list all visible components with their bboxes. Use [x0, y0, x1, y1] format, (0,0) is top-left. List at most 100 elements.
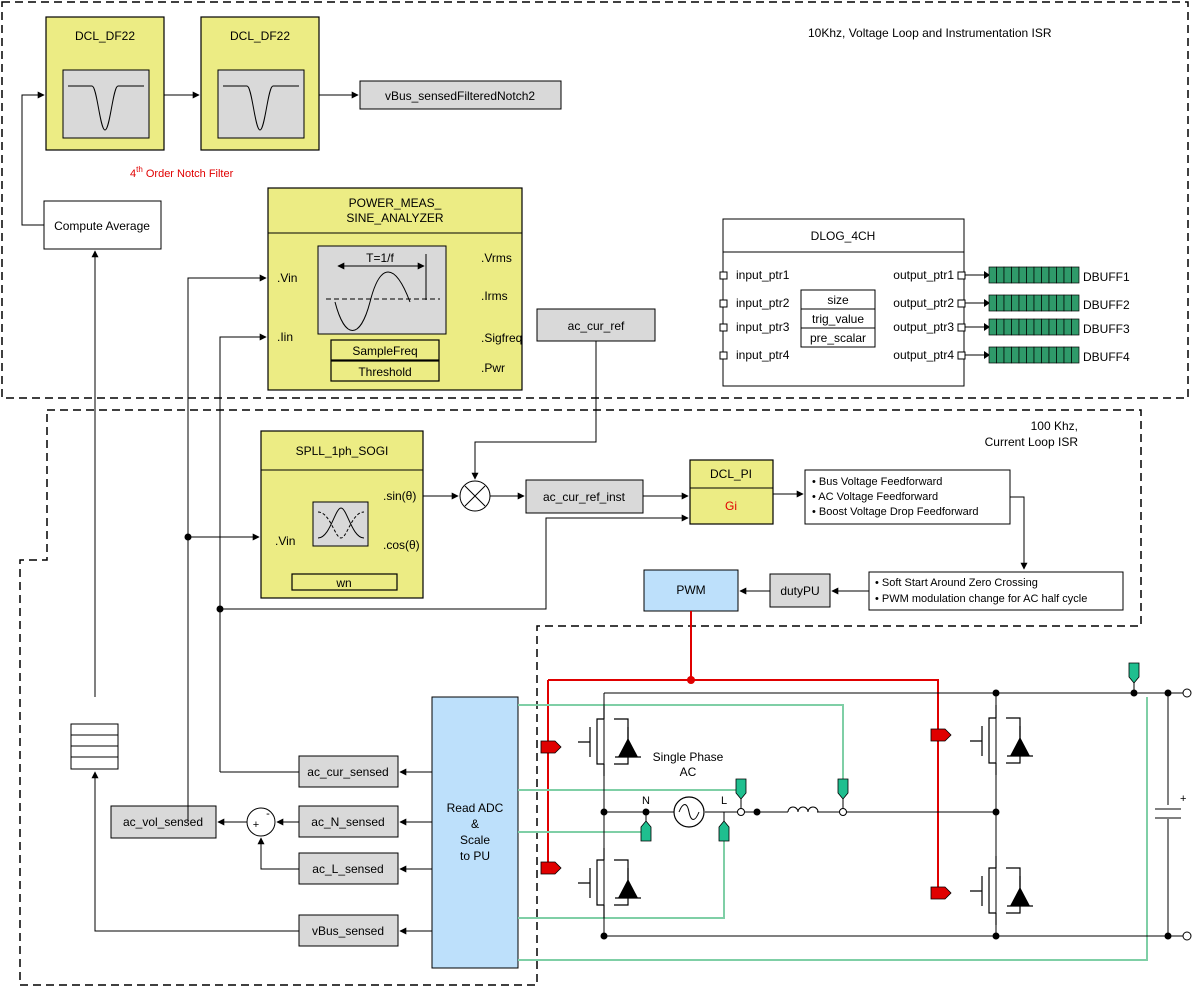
notch-output-box: vBus_sensedFilteredNotch2	[359, 80, 562, 110]
df22-block-1: DCL_DF22	[45, 16, 165, 151]
svg-text:dutyPU: dutyPU	[780, 584, 819, 598]
dbuff1-cell	[988, 266, 997, 284]
dbuff3-cell	[1048, 318, 1057, 336]
svg-text:Scale: Scale	[460, 833, 490, 847]
spll-block: SPLL_1ph_SOGI wn .Vin .sin(θ) .cos(θ)	[260, 430, 424, 599]
dbuff3-cell	[1056, 318, 1065, 336]
dbuff2-cell	[1003, 294, 1012, 312]
dbuff1-cell	[996, 266, 1005, 284]
dbuff4-cell	[1026, 346, 1035, 364]
dbuff3-label: DBUFF3	[1083, 322, 1130, 336]
dbuff3-cell	[988, 318, 997, 336]
dbuff1-cell	[1033, 266, 1042, 284]
samplefreq-param: SampleFreq	[352, 344, 417, 358]
ac-vol-sensed-box: ac_vol_sensed	[110, 805, 217, 839]
dbuff2-cell	[988, 294, 997, 312]
svg-text:SINE_ANALYZER: SINE_ANALYZER	[346, 211, 443, 225]
svg-text:ac_cur_sensed: ac_cur_sensed	[307, 765, 388, 779]
svg-text:output_ptr3: output_ptr3	[893, 320, 954, 334]
pwm-block: PWM	[643, 569, 739, 612]
svg-text:SPLL_1ph_SOGI: SPLL_1ph_SOGI	[296, 444, 389, 458]
dutypu-box: dutyPU	[769, 573, 831, 608]
dbuff2-cell	[1026, 294, 1035, 312]
svg-text:-: -	[266, 808, 270, 820]
svg-text:input_ptr4: input_ptr4	[736, 348, 790, 362]
vbus-sensed-box: vBus_sensed	[298, 914, 399, 947]
current-loop-label-1: 100 Khz,	[1031, 419, 1078, 433]
svg-text:.Vin: .Vin	[277, 271, 297, 285]
dbuff2-cell	[1071, 294, 1080, 312]
dbuff2-cell	[1041, 294, 1050, 312]
current-loop-label-2: Current Loop ISR	[985, 435, 1079, 449]
svg-text:input_ptr3: input_ptr3	[736, 320, 790, 334]
dbuff-arrow	[984, 271, 990, 279]
dbuff4-cell	[1003, 346, 1012, 364]
dbuff1-cell	[1018, 266, 1027, 284]
svg-text:ac_L_sensed: ac_L_sensed	[312, 862, 383, 876]
dlog-param-size: size	[827, 293, 849, 307]
svg-text:DLOG_4CH: DLOG_4CH	[811, 229, 876, 243]
ac-cur-sensed-box: ac_cur_sensed	[298, 755, 399, 788]
svg-text:.cos(θ): .cos(θ)	[383, 538, 420, 552]
dbuff4-cell	[1056, 346, 1065, 364]
svg-text:Read ADC: Read ADC	[447, 801, 504, 815]
dbuff4-cell	[1071, 346, 1080, 364]
ac-n-sensed-box: ac_N_sensed	[298, 805, 399, 838]
dbuff3-cell	[996, 318, 1005, 336]
dbuff-arrow	[984, 323, 990, 331]
summer: + -	[246, 807, 276, 837]
svg-text:.Vrms: .Vrms	[481, 251, 512, 265]
svg-text:DCL_PI: DCL_PI	[710, 467, 752, 481]
dbuff3-cell	[1011, 318, 1020, 336]
svg-text:output_ptr1: output_ptr1	[893, 268, 954, 282]
dbuff1-cell	[1026, 266, 1035, 284]
dbuff4-cell	[1018, 346, 1027, 364]
dbuff3-cell	[1018, 318, 1027, 336]
dbuff2-cell	[996, 294, 1005, 312]
svg-text:.Iin: .Iin	[277, 330, 293, 344]
dbuff1-cell	[1048, 266, 1057, 284]
voltage-loop-label: 10Khz, Voltage Loop and Instrumentation …	[808, 26, 1052, 40]
df22-block-2: DCL_DF22	[200, 16, 320, 151]
dbuff1-label: DBUFF1	[1083, 270, 1130, 284]
svg-text:vBus_sensedFilteredNotch2: vBus_sensedFilteredNotch2	[385, 89, 535, 103]
dlog-buffers	[965, 266, 1080, 364]
dbuff-arrow	[984, 351, 990, 359]
svg-text:to PU: to PU	[460, 849, 490, 863]
dbuff4-cell	[1063, 346, 1072, 364]
dbuff4-cell	[1011, 346, 1020, 364]
svg-text:input_ptr1: input_ptr1	[736, 268, 790, 282]
dbuff4-cell	[988, 346, 997, 364]
dlog-4ch-block: DLOG_4CH input_ptr1 input_ptr2 input_ptr…	[719, 218, 966, 387]
dbuff1-cell	[1063, 266, 1072, 284]
svg-text:ac_vol_sensed: ac_vol_sensed	[123, 815, 203, 829]
period-label: T=1/f	[366, 251, 394, 265]
svg-text:.Irms: .Irms	[481, 289, 508, 303]
svg-text:• AC Voltage Feedforward: • AC Voltage Feedforward	[812, 491, 938, 503]
dbuff4-cell	[1033, 346, 1042, 364]
svg-text:PWM: PWM	[676, 583, 705, 597]
softstart-box: • Soft Start Around Zero Crossing • PWM …	[868, 571, 1124, 611]
dbuff3-cell	[1026, 318, 1035, 336]
dlog-param-prescalar: pre_scalar	[810, 331, 866, 345]
dcl-pi-block: DCL_PI Gi	[689, 459, 774, 525]
svg-text:DCL_DF22: DCL_DF22	[230, 29, 290, 43]
dbuff2-cell	[1063, 294, 1072, 312]
power-meas-block: POWER_MEAS_ SINE_ANALYZER T=1/f SampleFr…	[267, 187, 523, 391]
ac-source-label-2: AC	[680, 765, 697, 779]
svg-text:POWER_MEAS_: POWER_MEAS_	[349, 196, 442, 210]
ac-cur-ref-inst-box: ac_cur_ref_inst	[525, 479, 644, 514]
svg-text:ac_cur_ref: ac_cur_ref	[568, 319, 625, 333]
svg-text:input_ptr2: input_ptr2	[736, 296, 790, 310]
voltage-loop-region	[1, 1, 1189, 399]
dbuff1-cell	[1041, 266, 1050, 284]
dbuff4-cell	[1048, 346, 1057, 364]
dbuff4-label: DBUFF4	[1083, 350, 1130, 364]
dbuff4-cell	[996, 346, 1005, 364]
notch-caption: 4th Order Notch Filter	[130, 165, 234, 180]
svg-text:.Sigfreq: .Sigfreq	[481, 331, 522, 345]
svg-text:• Boost Voltage Drop Feedforwa: • Boost Voltage Drop Feedforward	[812, 506, 979, 518]
dbuff2-cell	[1011, 294, 1020, 312]
dbuff3-cell	[1033, 318, 1042, 336]
dbuff3-cell	[1003, 318, 1012, 336]
